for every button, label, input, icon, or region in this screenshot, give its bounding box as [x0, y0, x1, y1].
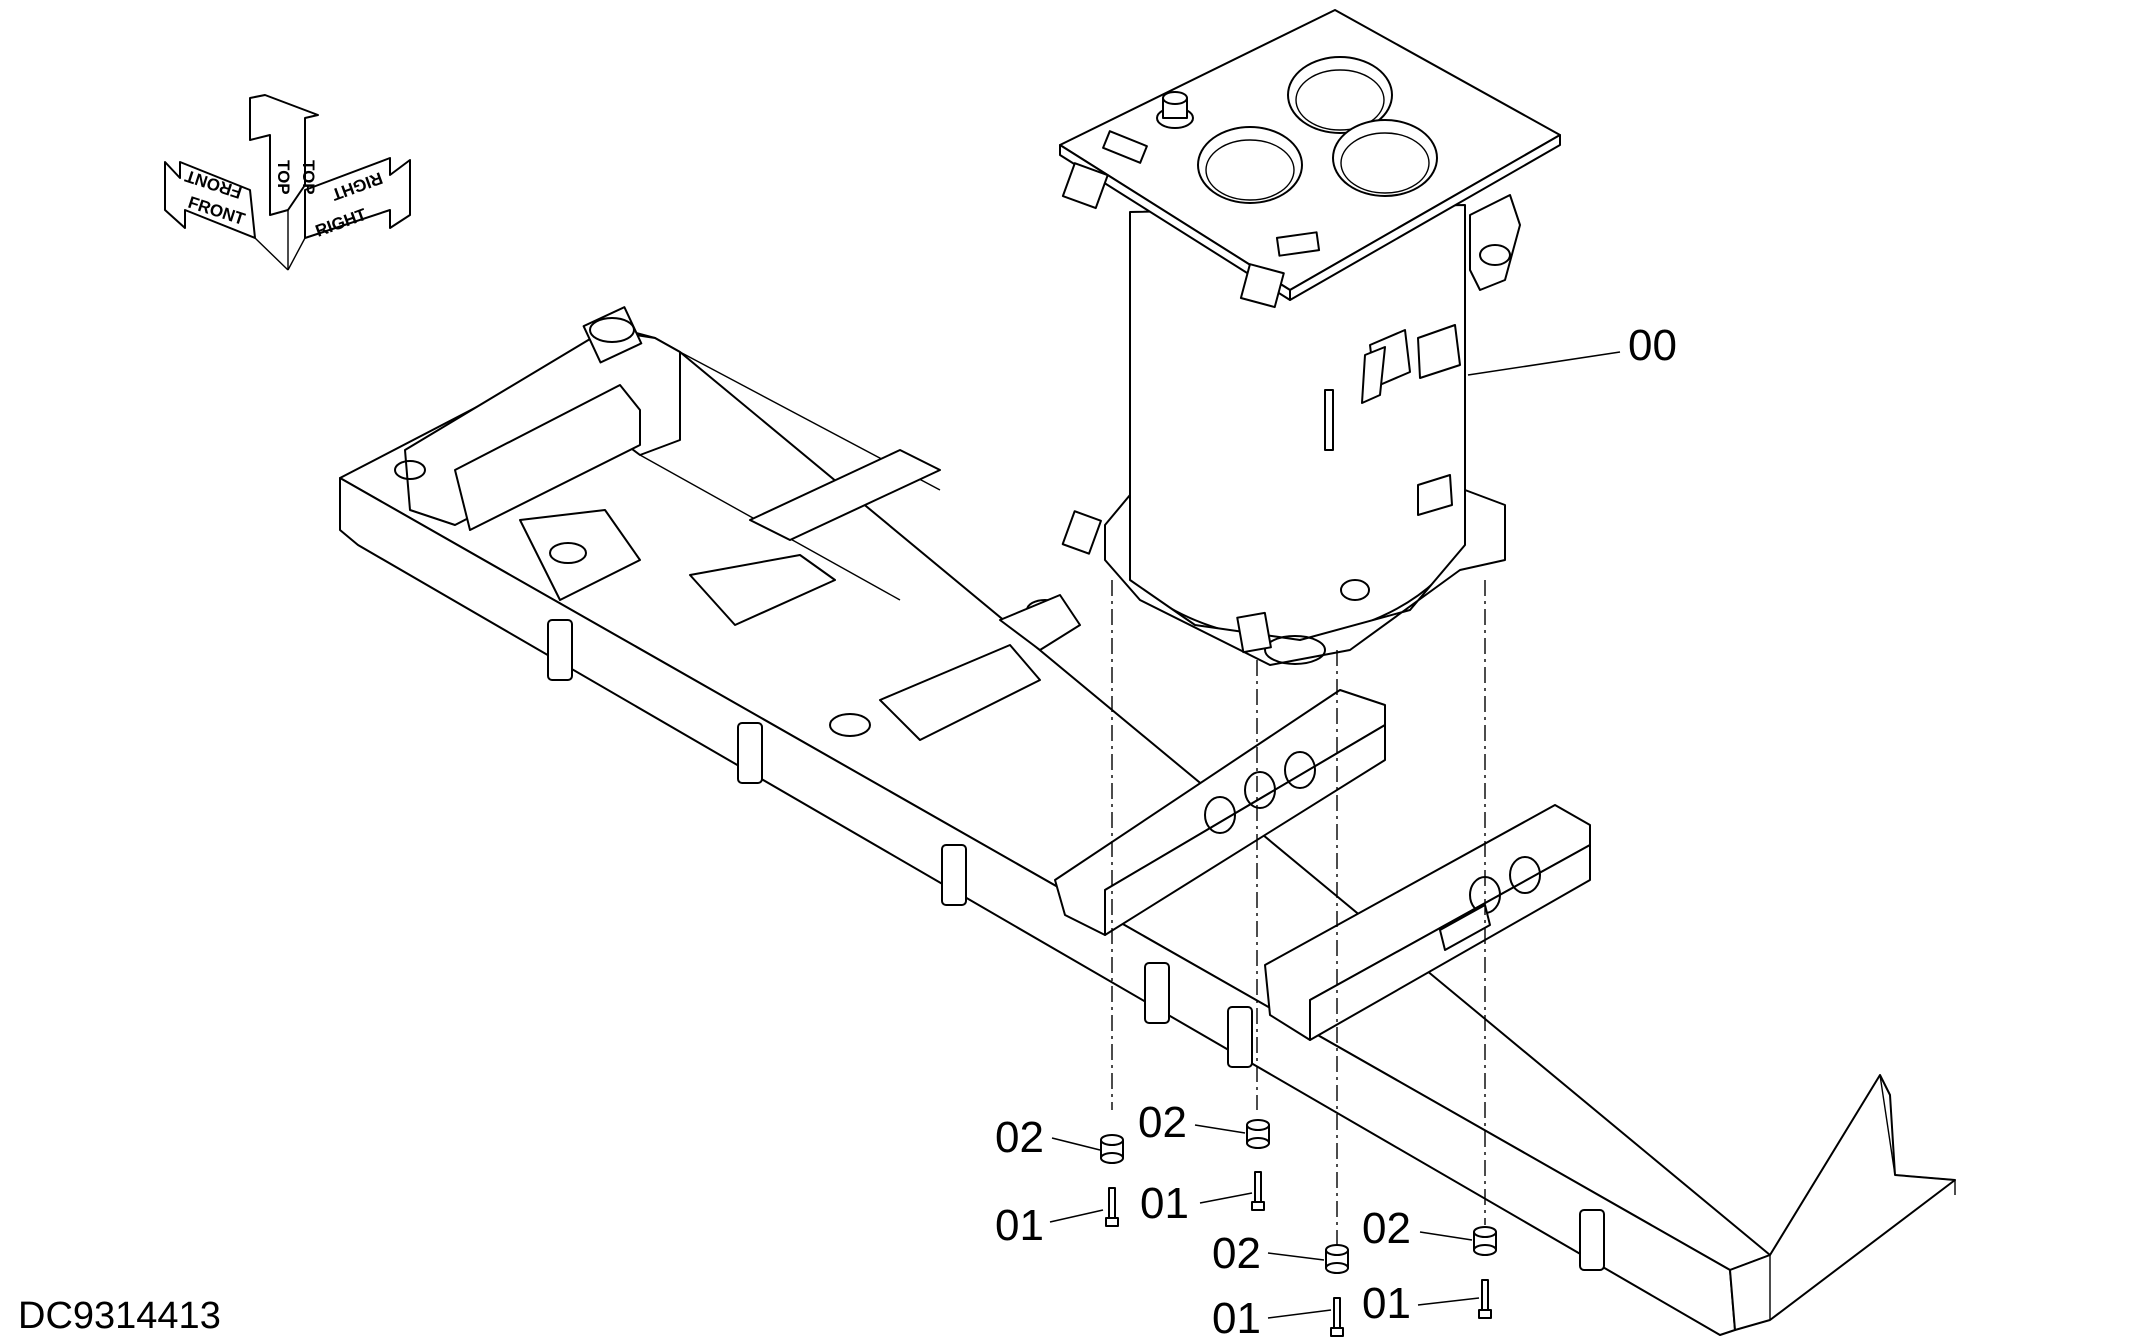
callout-00-label: 00	[1628, 321, 1677, 370]
callout-02-label: 02	[1212, 1229, 1261, 1278]
front-inner-plate	[454, 384, 641, 531]
hardware-parts	[1100, 1119, 1497, 1337]
spacer-3	[1325, 1244, 1349, 1274]
rail-end-plate	[1729, 1074, 1956, 1331]
spacer-1	[1100, 1134, 1124, 1164]
orientation-indicator: FRONT FRONT TOP TOP RIGHT RIGHT	[164, 94, 411, 271]
tank-assembly	[1059, 9, 1561, 666]
callout-02-label: 02	[995, 1113, 1044, 1162]
callout-01-label: 01	[1362, 1279, 1411, 1328]
top-label: TOP	[274, 160, 293, 195]
bolt-3	[1330, 1297, 1344, 1337]
right-arrow-shape	[304, 157, 411, 239]
leader-lines	[1049, 351, 1621, 1319]
bolt-4	[1478, 1279, 1492, 1319]
drawing-id: DC9314413	[18, 1295, 221, 1337]
tank-lower-flange	[1104, 489, 1506, 666]
callout-01-label: 01	[1212, 1294, 1261, 1343]
spacer-2	[1246, 1119, 1270, 1149]
rail-brackets	[547, 619, 1605, 1271]
bolt-2	[1251, 1171, 1265, 1211]
bolt-1	[1105, 1187, 1119, 1227]
frame-assembly	[339, 306, 1956, 1336]
callout-01-label: 01	[995, 1201, 1044, 1250]
top-arrow-shape	[249, 94, 319, 216]
tank-cover-3	[1332, 119, 1438, 197]
callout-02-label: 02	[1362, 1204, 1411, 1253]
spacer-4	[1473, 1226, 1497, 1256]
callout-02-label: 02	[1138, 1098, 1187, 1147]
callout-01-label: 01	[1140, 1179, 1189, 1228]
assembly-center-lines	[1111, 580, 1486, 1245]
top-label-rotated: TOP	[299, 160, 318, 195]
tank-cover-2	[1197, 126, 1303, 204]
